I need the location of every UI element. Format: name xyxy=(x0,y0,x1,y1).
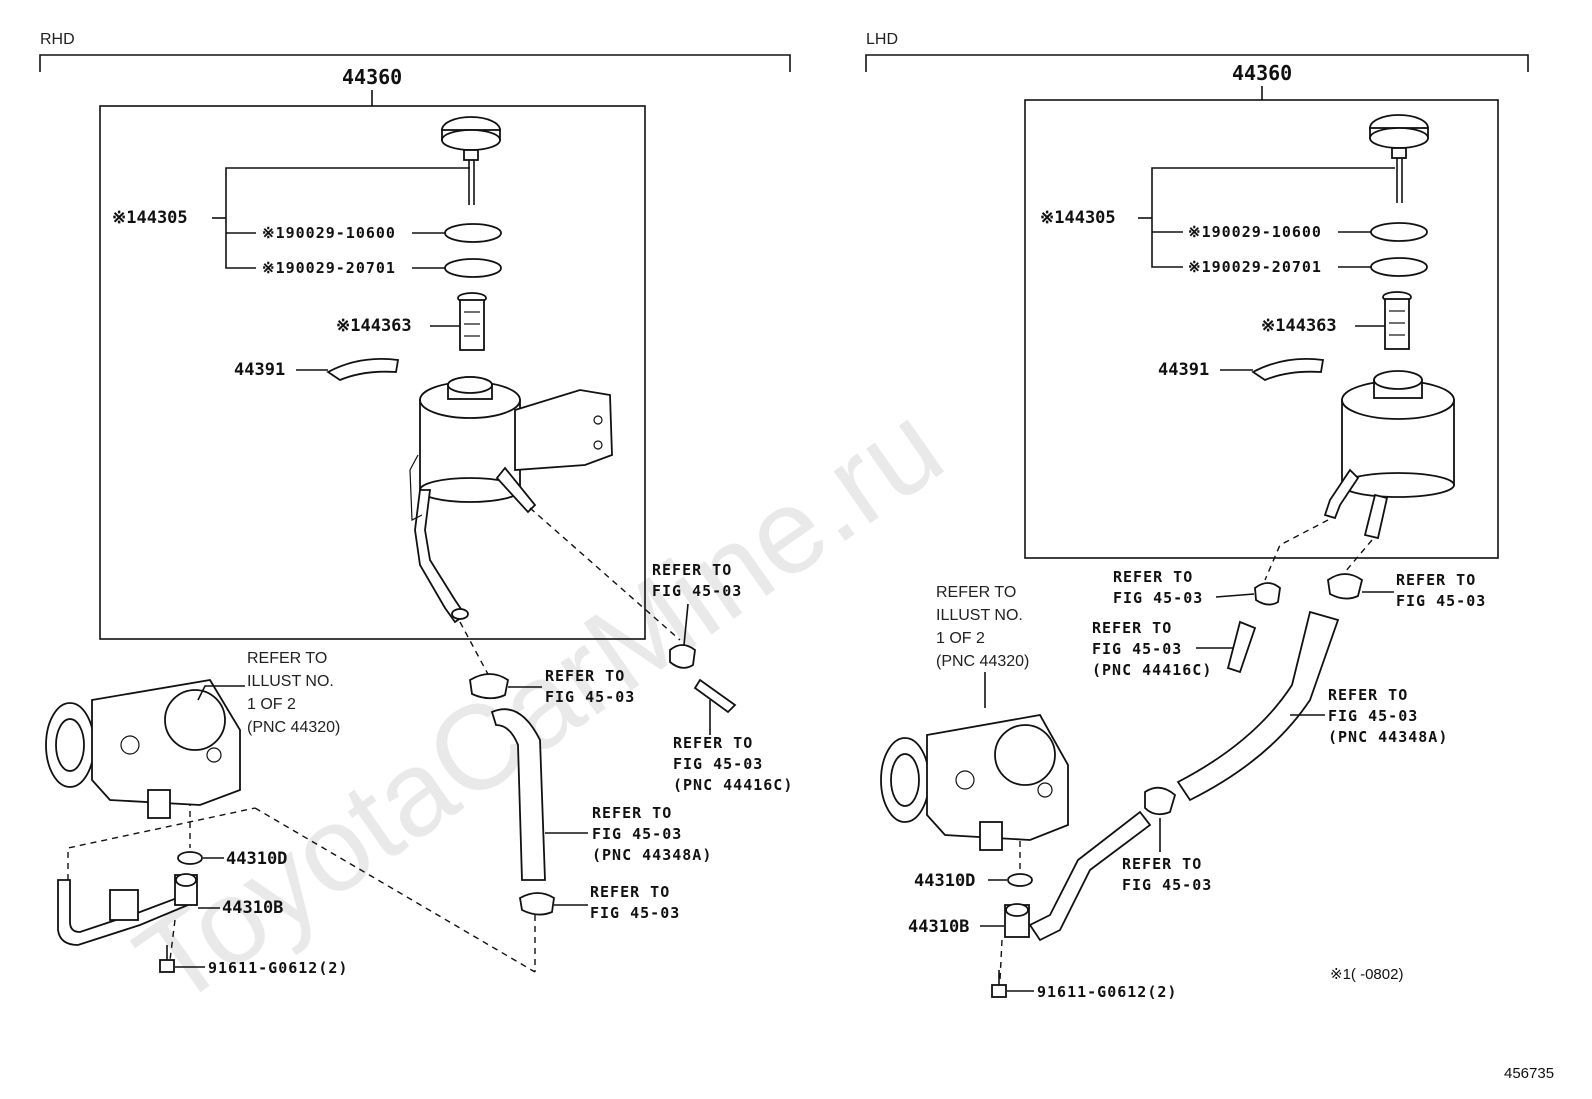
footnote: ※1( -0802) xyxy=(1330,966,1403,983)
lhd-hose-long xyxy=(1176,610,1340,802)
rhd-pump-ref-4: (PNC 44320) xyxy=(247,719,340,736)
rhd-clamp-bottom xyxy=(519,892,555,916)
rhd-union xyxy=(174,873,198,906)
rhd-hose-short xyxy=(693,678,737,714)
lhd-section: LHD 44360 xyxy=(865,31,1529,1001)
lhd-bracket-label: 44391 xyxy=(1158,360,1209,380)
rhd-clamp-mid xyxy=(469,673,510,700)
rhd-oring2-label: ※190029-20701 xyxy=(262,259,396,277)
rhd-ref-clamp-bottom-2: FIG 45-03 xyxy=(590,904,680,922)
lhd-bolt-label: 91611-G0612(2) xyxy=(1037,983,1177,1001)
lhd-union-label: 44310B xyxy=(908,917,969,937)
rhd-section: RHD 44360 xyxy=(39,31,793,977)
rhd-ref-upper-right-2: FIG 45-03 xyxy=(652,582,742,600)
rhd-bracket-label: 44391 xyxy=(234,360,285,380)
rhd-cap-label: ※144305 xyxy=(112,208,188,228)
lhd-oring-pump-label: 44310D xyxy=(914,871,975,891)
lhd-bracket-line xyxy=(865,54,1529,72)
lhd-assembly-number: 44360 xyxy=(1232,61,1292,85)
rhd-ref-upper-right-1: REFER TO xyxy=(652,561,732,579)
rhd-clamp-upper-right xyxy=(669,644,696,669)
lhd-ref-hose-long-3: (PNC 44348A) xyxy=(1328,728,1448,746)
rhd-ref-clamp-mid-1: REFER TO xyxy=(545,667,625,685)
lhd-pump xyxy=(880,714,1069,851)
watermark: ToyotaCarMine.ru xyxy=(113,378,966,1031)
lhd-union xyxy=(1004,903,1030,938)
lhd-pump-ref-2: ILLUST NO. xyxy=(936,607,1023,624)
rhd-strainer xyxy=(457,292,487,351)
rhd-oring1-label: ※190029-10600 xyxy=(262,224,396,242)
lhd-ref-hose-small-1: REFER TO xyxy=(1092,619,1172,637)
rhd-title: RHD xyxy=(40,31,75,48)
rhd-assembly-number: 44360 xyxy=(342,65,402,89)
lhd-ref-clamp-left-1: REFER TO xyxy=(1113,568,1193,586)
lhd-clamp-right xyxy=(1327,573,1364,600)
lhd-ref-clamp-lower-1: REFER TO xyxy=(1122,855,1202,873)
lhd-ref-clamp-left-2: FIG 45-03 xyxy=(1113,589,1203,607)
lhd-ref-hose-small-2: FIG 45-03 xyxy=(1092,640,1182,658)
rhd-ref-clamp-bottom-1: REFER TO xyxy=(590,883,670,901)
rhd-pump-ref-3: 1 OF 2 xyxy=(247,696,296,713)
lhd-oring1-label: ※190029-10600 xyxy=(1188,223,1322,241)
rhd-ref-hose-right-2: FIG 45-03 xyxy=(673,755,763,773)
rhd-ref-clamp-mid-2: FIG 45-03 xyxy=(545,688,635,706)
rhd-bolt xyxy=(159,945,175,973)
rhd-cap-bracket xyxy=(225,167,470,218)
lhd-reservoir xyxy=(1323,370,1455,540)
lhd-oring-2 xyxy=(1370,257,1428,277)
rhd-strainer-label: ※144363 xyxy=(336,316,412,336)
figure-number: 456735 xyxy=(1504,1065,1554,1082)
rhd-bracket-line xyxy=(39,54,791,72)
lhd-pump-ref-1: REFER TO xyxy=(936,584,1016,601)
rhd-union-label: 44310B xyxy=(222,898,283,918)
lhd-clamp-left xyxy=(1254,582,1281,606)
lhd-ref-hose-small-3: (PNC 44416C) xyxy=(1092,661,1212,679)
rhd-pump xyxy=(45,679,241,819)
rhd-ref-hose-right-3: (PNC 44416C) xyxy=(673,776,793,794)
lhd-ref-clamp-lower-2: FIG 45-03 xyxy=(1122,876,1212,894)
lhd-ref-clamp-right-1: REFER TO xyxy=(1396,571,1476,589)
rhd-pump-ref-2: ILLUST NO. xyxy=(247,673,334,690)
rhd-ref-hose-right-1: REFER TO xyxy=(673,734,753,752)
lhd-pressure-pipe xyxy=(1028,810,1152,942)
rhd-ref-hose-center-1: REFER TO xyxy=(592,804,672,822)
lhd-assembly-box xyxy=(1024,99,1499,559)
lhd-cap-label: ※144305 xyxy=(1040,208,1116,228)
rhd-ref-hose-center-2: FIG 45-03 xyxy=(592,825,682,843)
lhd-ref-hose-long-1: REFER TO xyxy=(1328,686,1408,704)
lhd-bolt xyxy=(991,970,1007,998)
rhd-bolt-label: 91611-G0612(2) xyxy=(208,959,348,977)
lhd-strainer xyxy=(1382,291,1412,350)
rhd-hose-long xyxy=(490,708,546,881)
rhd-reservoir xyxy=(409,376,613,624)
lhd-ref-hose-long-2: FIG 45-03 xyxy=(1328,707,1418,725)
rhd-reservoir-cap xyxy=(441,116,501,205)
rhd-oring-1 xyxy=(444,223,502,243)
lhd-title: LHD xyxy=(866,31,898,48)
lhd-pump-ref-4: (PNC 44320) xyxy=(936,653,1029,670)
rhd-oring-2 xyxy=(444,258,502,278)
rhd-oring-pump-label: 44310D xyxy=(226,849,287,869)
lhd-clamp-lower xyxy=(1144,786,1177,816)
rhd-assembly-box xyxy=(99,105,646,640)
lhd-oring2-label: ※190029-20701 xyxy=(1188,258,1322,276)
lhd-oring-pump xyxy=(1007,873,1033,887)
lhd-hose-small xyxy=(1226,620,1257,674)
rhd-bracket-part xyxy=(326,357,400,382)
lhd-oring-1 xyxy=(1370,222,1428,242)
lhd-pump-ref-3: 1 OF 2 xyxy=(936,630,985,647)
rhd-pump-ref-1: REFER TO xyxy=(247,650,327,667)
lhd-ref-clamp-right-2: FIG 45-03 xyxy=(1396,592,1486,610)
lhd-reservoir-cap xyxy=(1369,114,1429,203)
rhd-ref-hose-center-3: (PNC 44348A) xyxy=(592,846,712,864)
lhd-strainer-label: ※144363 xyxy=(1261,316,1337,336)
lhd-bracket-part xyxy=(1251,357,1325,382)
rhd-oring-pump xyxy=(177,851,203,865)
